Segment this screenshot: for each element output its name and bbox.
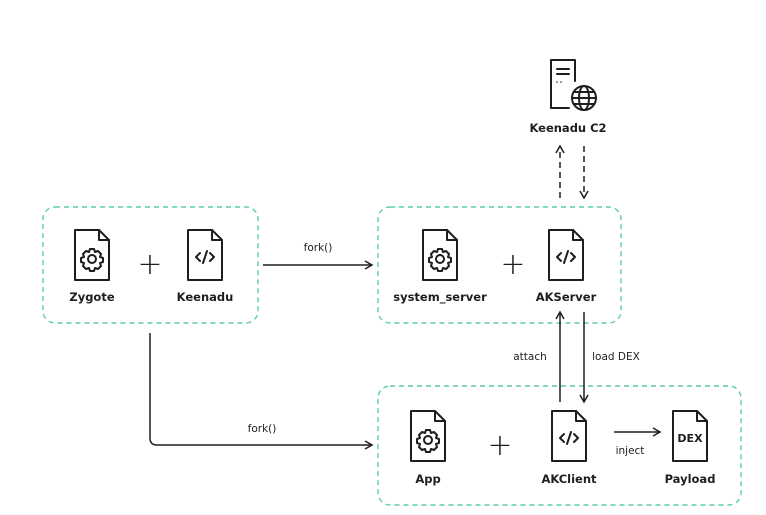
plus-sign: + xyxy=(487,428,512,463)
node-label-system-server: system_server xyxy=(393,290,487,305)
plus-sign: + xyxy=(137,247,162,282)
edge-label-load-dex: load DEX xyxy=(592,351,640,363)
node-label-app: App xyxy=(415,472,440,486)
node-label-keenadu: Keenadu xyxy=(177,290,234,304)
file-gear-icon xyxy=(410,410,446,462)
group-app xyxy=(377,385,742,506)
edge-label-inject: inject xyxy=(616,445,645,457)
plus-sign: + xyxy=(500,247,525,282)
file-code-icon xyxy=(548,229,584,281)
edge-label-fork-top: fork() xyxy=(304,242,333,254)
arrow-fork-app xyxy=(149,333,374,450)
file-code-icon xyxy=(551,410,587,462)
file-gear-icon xyxy=(74,229,110,281)
group-system-server xyxy=(377,206,622,324)
dex-badge: DEX xyxy=(677,432,703,445)
group-zygote xyxy=(42,206,259,324)
node-label-akclient: AKClient xyxy=(541,472,597,486)
node-label-akserver: AKServer xyxy=(536,290,597,304)
node-label-zygote: Zygote xyxy=(69,290,114,304)
file-gear-icon xyxy=(422,229,458,281)
node-label-payload: Payload xyxy=(665,472,716,486)
edge-label-fork-bottom: fork() xyxy=(248,423,277,435)
edge-label-attach: attach xyxy=(513,351,547,363)
node-label-c2: Keenadu C2 xyxy=(529,121,606,135)
file-code-icon xyxy=(187,229,223,281)
server-globe-icon xyxy=(550,59,597,111)
